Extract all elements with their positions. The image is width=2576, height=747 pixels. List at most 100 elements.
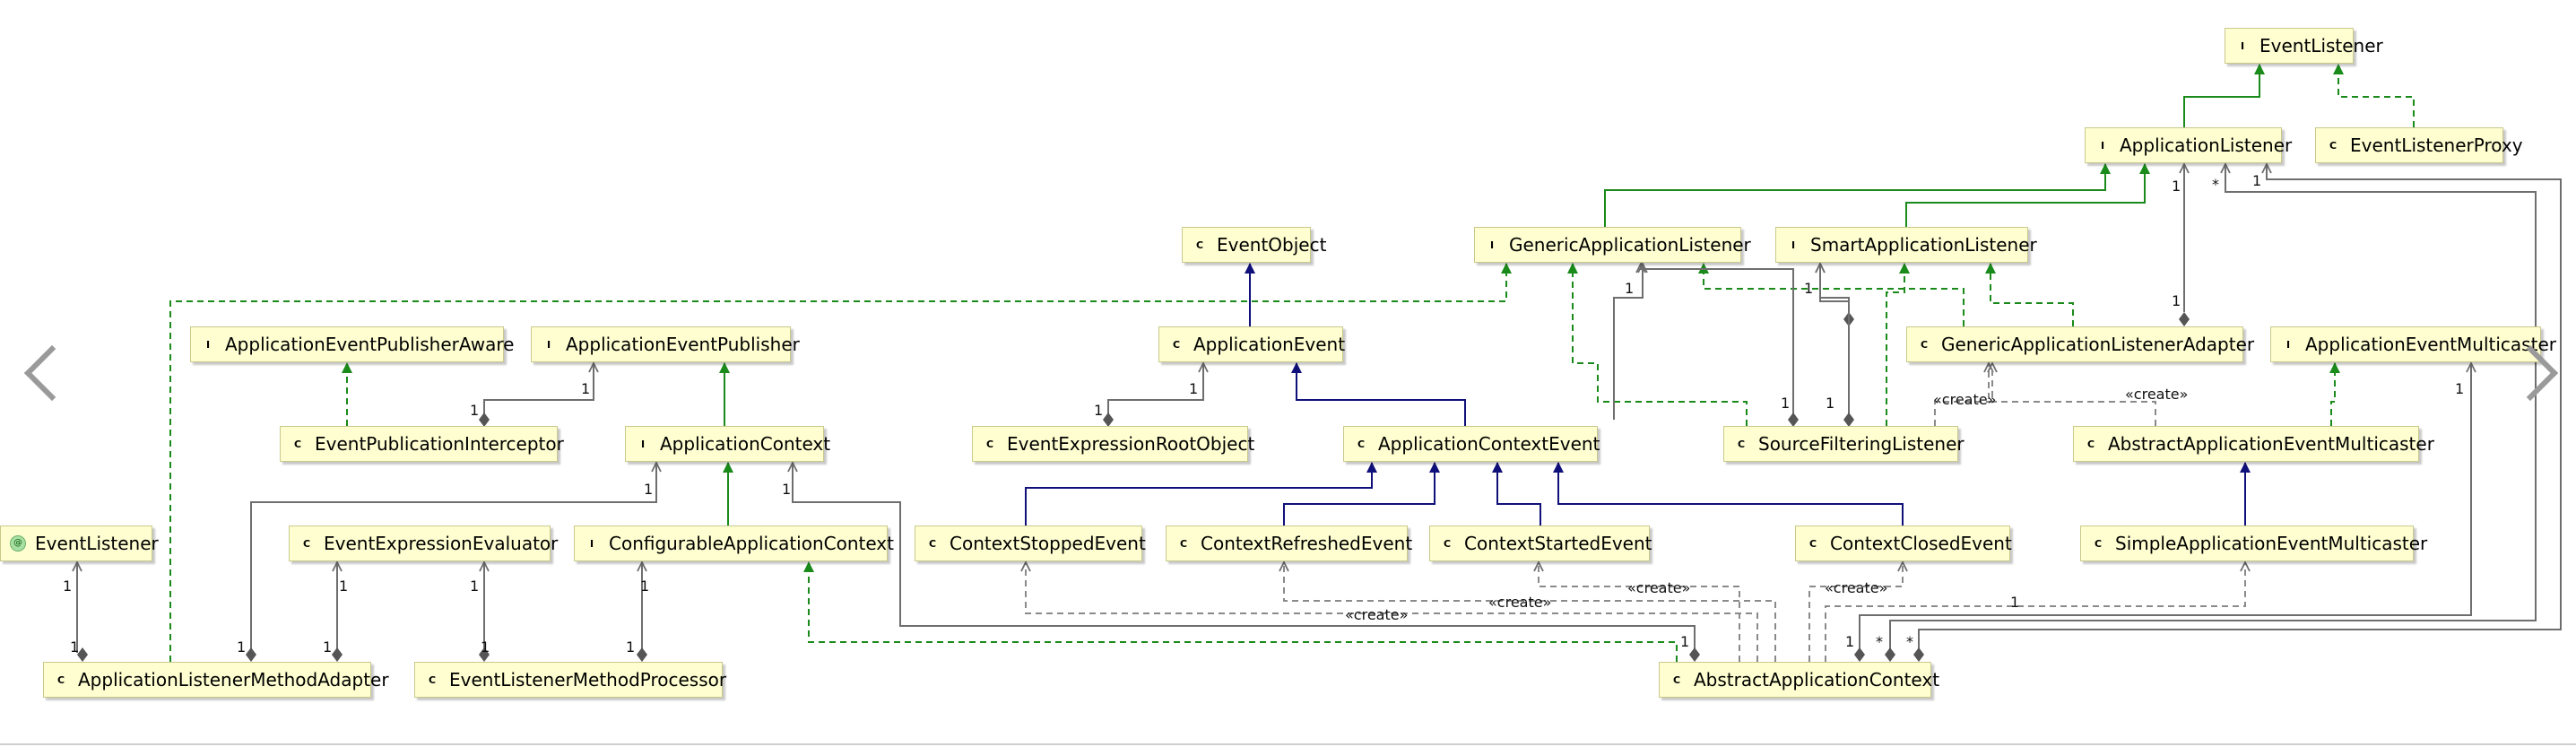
- implements-line: [1698, 263, 1965, 326]
- class-icon: C: [302, 537, 311, 550]
- interface-icon: I: [2240, 39, 2245, 52]
- composition-diamond: [1854, 647, 1865, 662]
- composition-line: [1918, 164, 2562, 655]
- class-extends-line: [1025, 462, 1377, 526]
- edge-label: «create»: [1825, 579, 1888, 596]
- class-extends-line: [1553, 462, 1904, 526]
- class-extends-line: [1291, 362, 1466, 426]
- edge-label: 1: [2010, 594, 2020, 611]
- multiplicity-label: 1: [640, 578, 650, 595]
- multiplicity-label: *: [2212, 176, 2219, 193]
- class-icon: C: [928, 537, 937, 550]
- create-line: [1825, 562, 2245, 662]
- multiplicity-label: 1: [2455, 380, 2465, 397]
- composition-diamond: [479, 413, 490, 427]
- implements-line: [1985, 263, 2074, 326]
- composition-diamond: [2179, 312, 2190, 326]
- multiplicity-label: 1: [1189, 380, 1199, 397]
- abstract-class-icon: C: [2086, 438, 2095, 450]
- class-icon: C: [985, 438, 994, 450]
- implements-line: [2333, 64, 2415, 127]
- composition-diamond: [246, 647, 256, 662]
- multiplicity-label: 1: [70, 638, 80, 656]
- implements-line: [169, 263, 1512, 662]
- edge-label: «create»: [1627, 579, 1691, 596]
- multiplicity-label: 1: [2252, 172, 2262, 189]
- abstract-class-icon: C: [1172, 338, 1181, 351]
- composition-line: [1613, 264, 1643, 420]
- interface-icon: I: [2100, 139, 2105, 152]
- composition-line: [250, 463, 656, 655]
- class-extends-line: [1283, 462, 1440, 526]
- create-line: [1284, 562, 1776, 662]
- multiplicity-label: 1: [644, 481, 654, 498]
- multiplicity-label: 1: [237, 638, 247, 656]
- implements-line: [1567, 263, 1748, 426]
- edge-label: «create»: [1933, 391, 1997, 408]
- chevron-right-icon[interactable]: [2516, 343, 2554, 405]
- composition-diamond: [1103, 413, 1114, 427]
- abstract-class-icon: C: [2329, 139, 2337, 152]
- extends-line: [1905, 163, 2150, 227]
- class-icon: C: [1737, 438, 1746, 450]
- composition-diamond: [1843, 413, 1854, 427]
- create-line: [1989, 363, 2156, 426]
- implements-line: [1886, 263, 1910, 426]
- interface-icon: I: [1489, 239, 1495, 251]
- implements-line: [2329, 362, 2340, 426]
- multiplicity-label: 1: [470, 402, 480, 419]
- multiplicity-label: 1: [1804, 280, 1814, 297]
- abstract-class-icon: C: [1672, 673, 1681, 686]
- implements-line: [803, 561, 1678, 662]
- node-event-listener-annotation[interactable]: @EventListener: [0, 526, 159, 561]
- composition-diamond: [1913, 647, 1924, 662]
- composition-diamond: [1885, 647, 1895, 662]
- extends-line: [2183, 64, 2265, 127]
- multiplicity-label: 1: [1845, 633, 1855, 650]
- composition-line: [1641, 264, 1794, 420]
- interface-icon: I: [546, 338, 551, 351]
- multiplicity-label: 1: [2172, 178, 2181, 195]
- composition-line: [1107, 363, 1203, 420]
- abstract-class-icon: C: [1357, 438, 1366, 450]
- composition-diamond: [637, 647, 647, 662]
- edge-label: «create»: [1488, 594, 1552, 611]
- chevron-left-icon[interactable]: [22, 343, 59, 405]
- class-icon: C: [2094, 537, 2103, 550]
- bottom-divider: [0, 743, 2576, 745]
- multiplicity-label: 1: [581, 380, 591, 397]
- composition-diamond: [1788, 413, 1799, 427]
- interface-icon: I: [205, 338, 211, 351]
- composition-line: [1820, 264, 1850, 326]
- composition-line: [793, 463, 1696, 655]
- interface-icon: I: [640, 438, 646, 450]
- composition-diamond: [479, 647, 490, 662]
